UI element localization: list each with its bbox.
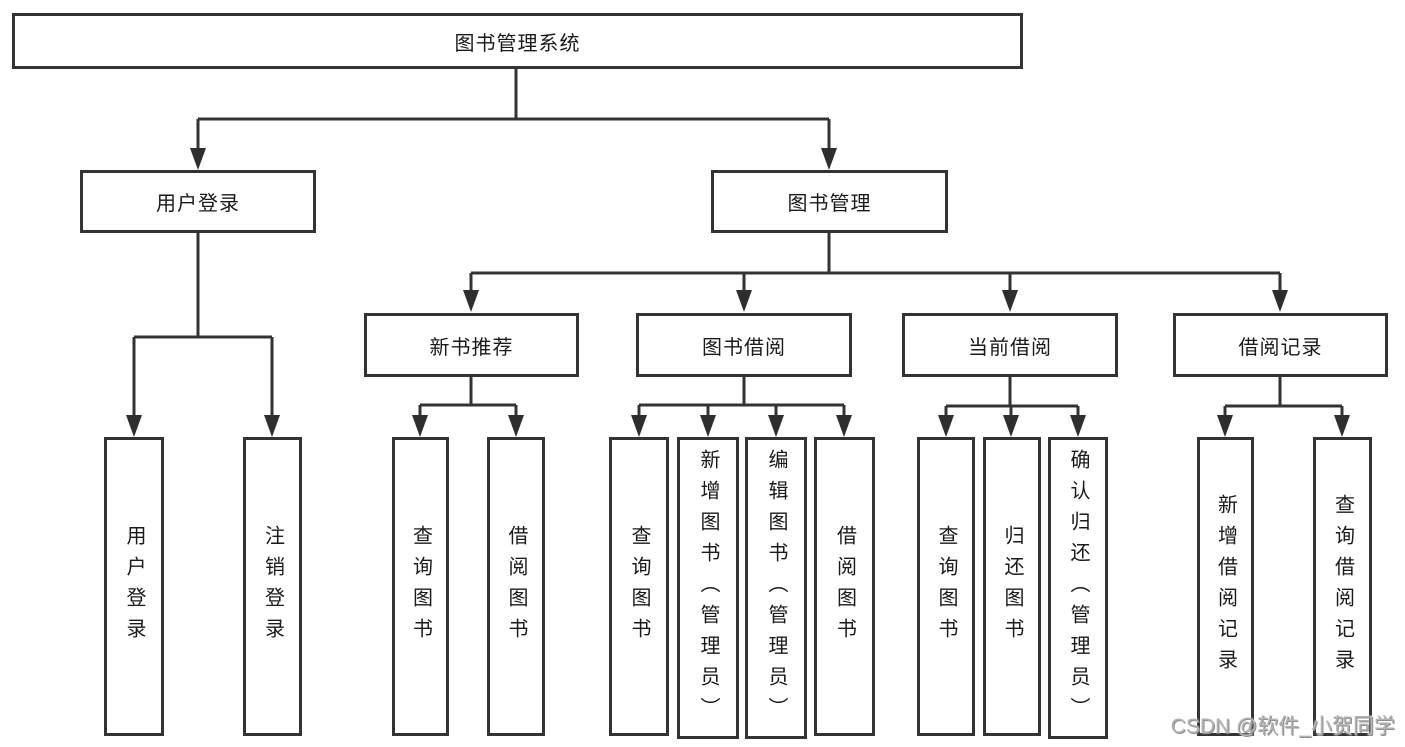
leaf-borrowing-borrow-books: 借阅图书 (814, 437, 875, 736)
leaf-current-return-books: 归还图书 (983, 437, 1041, 736)
node-current-borrowing: 当前借阅 (902, 313, 1118, 377)
node-label: 查询图书 (628, 524, 650, 649)
node-label: 查询借阅记录 (1331, 493, 1354, 680)
node-label: 查询图书 (409, 524, 432, 649)
node-label: 用户登录 (123, 524, 145, 649)
node-user-login: 用户登录 (80, 170, 316, 233)
leaf-borrowing-add-books-admin: 新增图书（管理员） (677, 437, 739, 739)
node-label: 图书管理 (787, 193, 872, 215)
node-label: 归还图书 (1001, 524, 1023, 649)
watermark-text: CSDN @软件_小贺同学 (1170, 715, 1395, 738)
leaf-recommend-query-books: 查询图书 (392, 437, 449, 736)
leaf-borrowing-query-books: 查询图书 (609, 437, 669, 736)
node-label: 图书管理系统 (454, 32, 581, 55)
node-label: 新增图书（管理员） (697, 448, 719, 728)
leaf-borrowing-edit-books-admin: 编辑图书（管理员） (745, 437, 807, 739)
connector-paths (132, 69, 1344, 419)
leaf-current-confirm-return-admin: 确认归还（管理员） (1048, 437, 1108, 739)
node-label: 用户登录 (156, 193, 240, 215)
node-label: 确认归还（管理员） (1067, 448, 1089, 728)
leaf-current-query-books: 查询图书 (917, 437, 975, 736)
leaf-recommend-borrow-books: 借阅图书 (487, 437, 545, 736)
node-book-borrowing: 图书借阅 (636, 313, 852, 377)
node-label: 编辑图书（管理员） (765, 448, 787, 728)
node-label: 查询图书 (935, 524, 957, 649)
node-borrowing-records: 借阅记录 (1173, 313, 1388, 377)
node-label: 图书借阅 (702, 336, 786, 359)
leaf-user-login: 用户登录 (104, 437, 164, 736)
node-label: 借阅记录 (1238, 336, 1323, 359)
node-label: 新书推荐 (429, 336, 514, 359)
node-new-book-recommendation: 新书推荐 (364, 313, 579, 377)
node-label: 注销登录 (261, 524, 284, 649)
node-label: 新增借阅记录 (1214, 493, 1237, 680)
leaf-logout: 注销登录 (243, 437, 302, 736)
node-label: 借阅图书 (833, 524, 856, 649)
node-library-management-system: 图书管理系统 (12, 13, 1023, 69)
leaf-records-query-borrow-record: 查询借阅记录 (1313, 437, 1372, 736)
node-book-management: 图书管理 (711, 170, 948, 233)
leaf-records-add-borrow-record: 新增借阅记录 (1197, 437, 1254, 736)
node-label: 借阅图书 (505, 524, 527, 649)
arrowheads (126, 148, 1350, 437)
node-label: 当前借阅 (968, 336, 1052, 359)
